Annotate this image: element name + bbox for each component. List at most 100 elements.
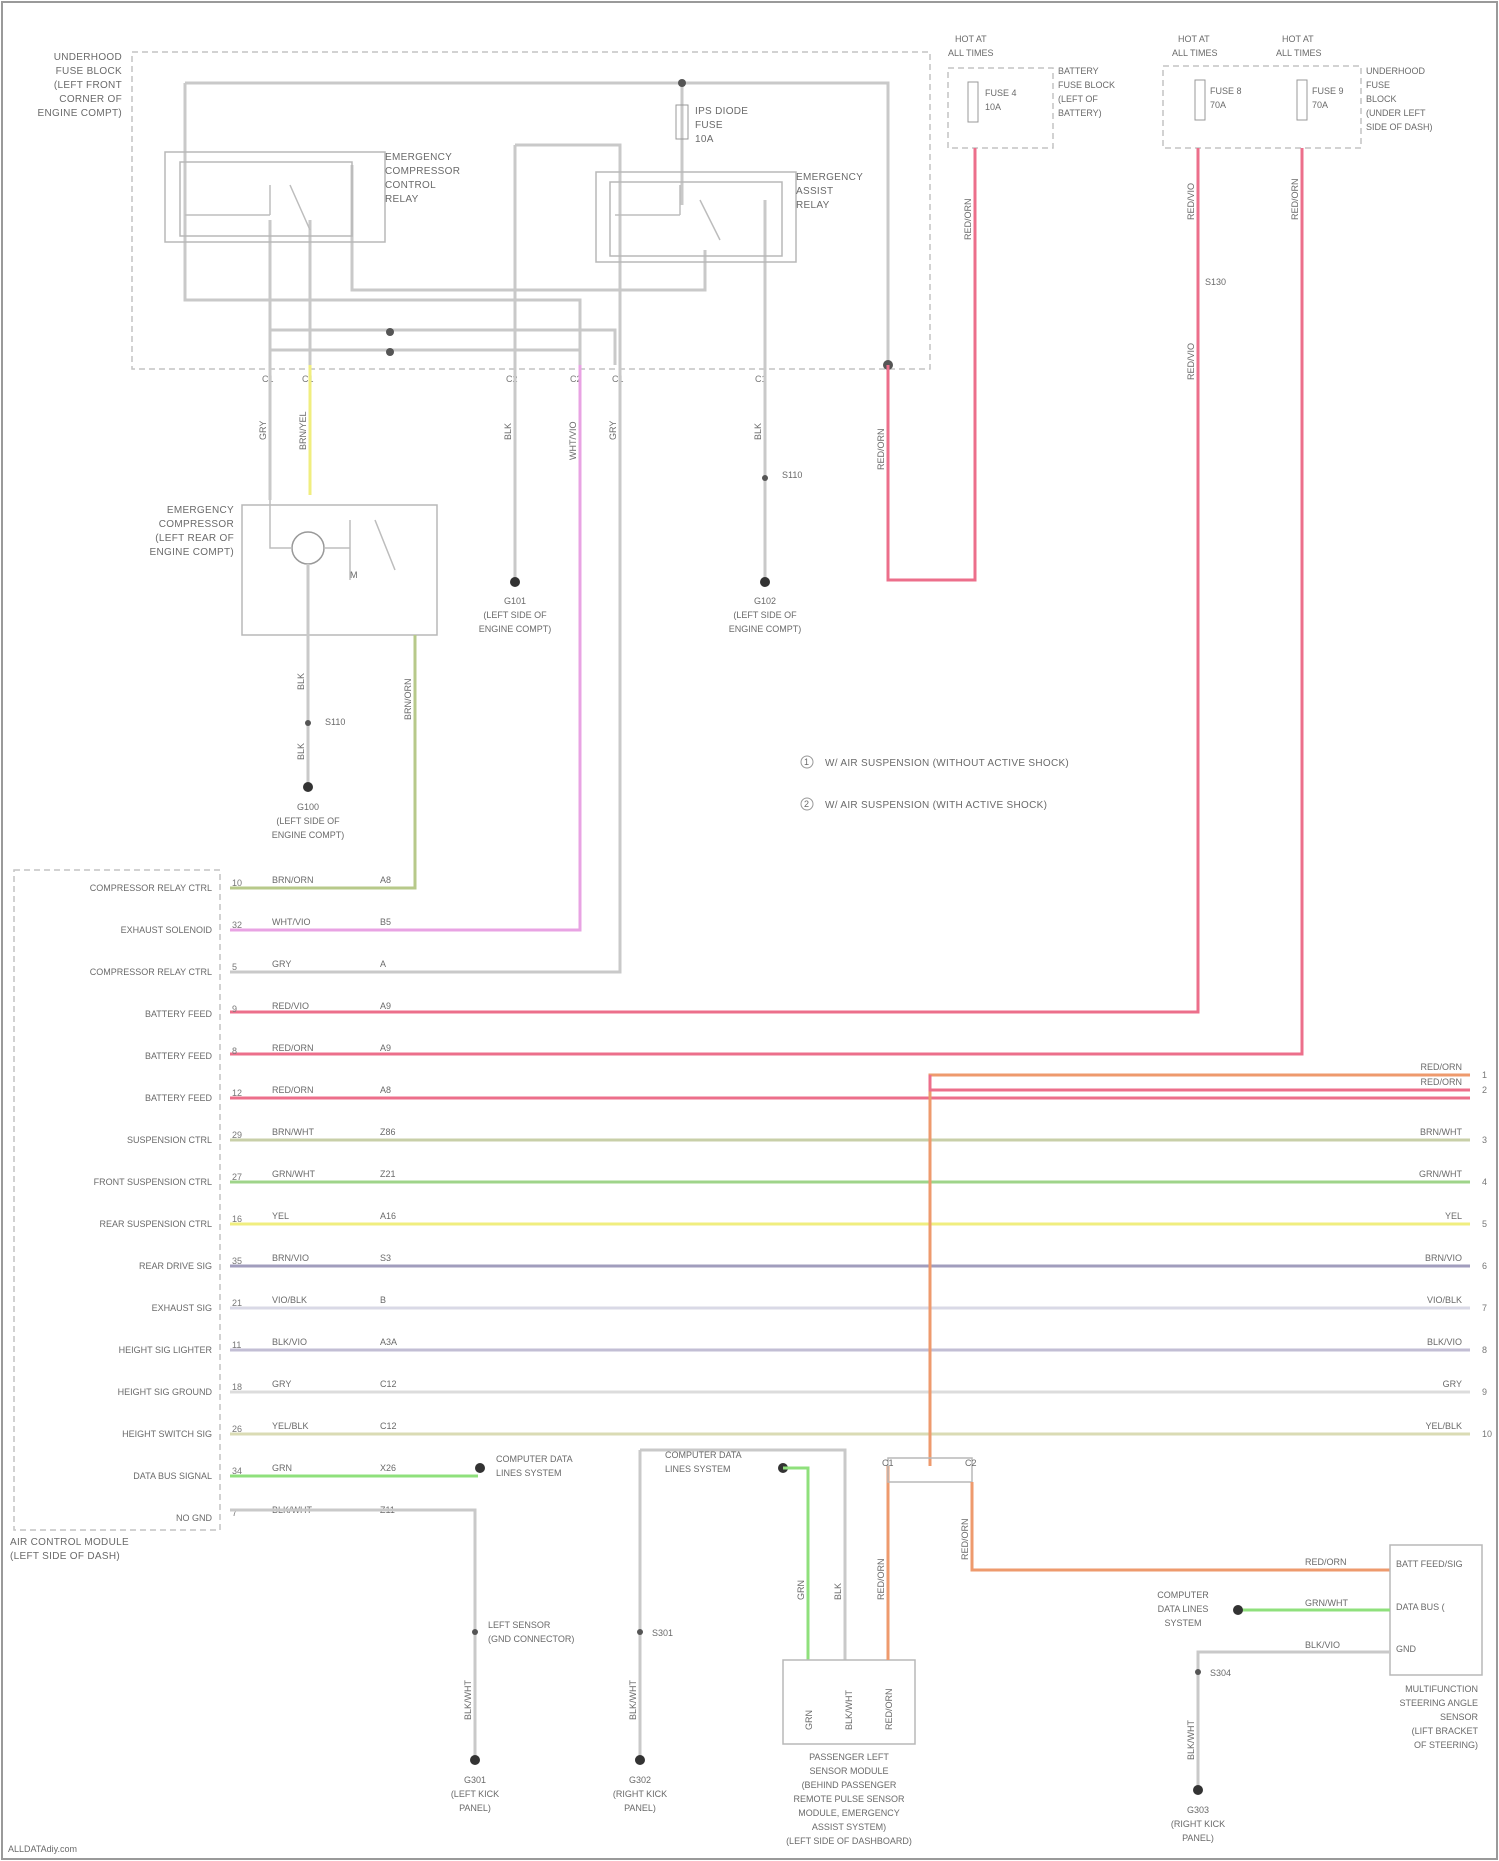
svg-text:RED/ORN: RED/ORN <box>1305 1557 1347 1567</box>
svg-text:ASSIST: ASSIST <box>796 186 833 197</box>
module-pin-row: COMPRESSOR RELAY CTRL10BRN/ORNA8 <box>90 875 391 893</box>
module-pin-label: FRONT SUSPENSION CTRL <box>94 1177 212 1187</box>
svg-text:PANEL): PANEL) <box>1182 1833 1214 1843</box>
module-pin-row: DATA BUS SIGNAL34GRNX26 <box>133 1463 396 1481</box>
svg-text:GRN: GRN <box>796 1580 806 1600</box>
right-pin-number: 5 <box>1482 1219 1487 1229</box>
svg-text:FUSE BLOCK: FUSE BLOCK <box>1058 80 1115 90</box>
footer-credit: ALLDATAdiy.com <box>8 1844 77 1854</box>
module-pin-label: REAR DRIVE SIG <box>139 1261 212 1271</box>
svg-text:COMPUTER DATA: COMPUTER DATA <box>665 1450 742 1460</box>
module-pin-number: 8 <box>232 1046 237 1056</box>
module-pin-label: EXHAUST SIG <box>152 1303 212 1313</box>
svg-text:10A: 10A <box>695 134 714 145</box>
svg-text:(LEFT SIDE OF: (LEFT SIDE OF <box>733 610 797 620</box>
module-circuit-code: Z86 <box>380 1127 396 1137</box>
relay1-label: EMERGENCY COMPRESSOR CONTROL RELAY <box>385 152 460 205</box>
module-circuit-code: A9 <box>380 1001 391 1011</box>
module-pin-label: COMPRESSOR RELAY CTRL <box>90 883 212 893</box>
module-pin-label: HEIGHT SIG LIGHTER <box>119 1345 213 1355</box>
module-wire-color: GRY <box>272 1379 291 1389</box>
svg-text:FUSE 4: FUSE 4 <box>985 88 1017 98</box>
module-pin-row: HEIGHT SIG LIGHTER11BLK/VIOA3A <box>119 1337 397 1355</box>
svg-text:GRN/WHT: GRN/WHT <box>1305 1598 1348 1608</box>
svg-text:BLOCK: BLOCK <box>1366 94 1397 104</box>
svg-text:RED/ORN: RED/ORN <box>1290 178 1300 220</box>
svg-text:MODULE, EMERGENCY: MODULE, EMERGENCY <box>798 1808 900 1818</box>
svg-text:CONTROL: CONTROL <box>385 180 436 191</box>
svg-text:RED/ORN: RED/ORN <box>884 1688 894 1730</box>
sensor-module-label: PASSENGER LEFT SENSOR MODULE (BEHIND PAS… <box>786 1752 912 1846</box>
svg-text:RED/ORN: RED/ORN <box>876 1558 886 1600</box>
module-circuit-code: X26 <box>380 1463 396 1473</box>
svg-text:COMPRESSOR: COMPRESSOR <box>159 519 234 530</box>
right-pin-number: 3 <box>1482 1135 1487 1145</box>
svg-text:CORNER OF: CORNER OF <box>59 94 122 105</box>
battery-fuse-block: HOT AT ALL TIMES FUSE 4 10A BATTERY FUSE… <box>948 34 1115 148</box>
svg-text:ASSIST SYSTEM): ASSIST SYSTEM) <box>812 1822 886 1832</box>
svg-text:ALL TIMES: ALL TIMES <box>1276 48 1322 58</box>
svg-text:GRY: GRY <box>608 421 618 440</box>
module-wire-color: RED/ORN <box>272 1043 314 1053</box>
module-pin-label: BATTERY FEED <box>145 1009 213 1019</box>
svg-text:PANEL): PANEL) <box>624 1803 656 1813</box>
svg-text:BLK/WHT: BLK/WHT <box>1186 1719 1196 1760</box>
svg-text:HOT AT: HOT AT <box>1178 34 1210 44</box>
underhood-fuses-top: HOT AT ALL TIMES HOT AT ALL TIMES FUSE 8… <box>1163 34 1433 148</box>
svg-text:70A: 70A <box>1210 100 1226 110</box>
svg-text:OF STEERING): OF STEERING) <box>1414 1740 1478 1750</box>
svg-text:(LEFT FRONT: (LEFT FRONT <box>54 80 122 91</box>
svg-text:SIDE OF DASH): SIDE OF DASH) <box>1366 122 1433 132</box>
svg-text:BATT FEED/SIG: BATT FEED/SIG <box>1396 1559 1463 1569</box>
module-circuit-code: A16 <box>380 1211 396 1221</box>
svg-text:BLK: BLK <box>753 423 763 440</box>
svg-text:C1: C1 <box>612 374 624 384</box>
module-pin-label: REAR SUSPENSION CTRL <box>99 1219 212 1229</box>
module-pin-label: BATTERY FEED <box>145 1093 213 1103</box>
svg-text:ENGINE COMPT): ENGINE COMPT) <box>38 108 122 119</box>
module-circuit-code: Z21 <box>380 1169 396 1179</box>
svg-text:AIR CONTROL MODULE: AIR CONTROL MODULE <box>10 1537 129 1548</box>
svg-text:GND: GND <box>1396 1644 1417 1654</box>
module-label: AIR CONTROL MODULE (LEFT SIDE OF DASH) <box>10 1537 129 1562</box>
module-circuit-code: C12 <box>380 1421 397 1431</box>
right-pin-number: 1 <box>1482 1070 1487 1080</box>
right-pin-number: 9 <box>1482 1387 1487 1397</box>
svg-text:COMPRESSOR: COMPRESSOR <box>385 166 460 177</box>
svg-text:SENSOR MODULE: SENSOR MODULE <box>809 1766 888 1776</box>
module-circuit-code: A3A <box>380 1337 397 1347</box>
module-pin-label: BATTERY FEED <box>145 1051 213 1061</box>
module-circuit-code: A <box>380 959 386 969</box>
right-wire-label: VIO/BLK <box>1427 1295 1462 1305</box>
svg-text:BLK/VIO: BLK/VIO <box>1305 1640 1340 1650</box>
svg-text:RED/VIO: RED/VIO <box>1186 183 1196 220</box>
right-wire-label: GRY <box>1443 1379 1462 1389</box>
ground-g302: G302 (RIGHT KICK PANEL) <box>613 1755 667 1813</box>
svg-text:(LIFT BRACKET: (LIFT BRACKET <box>1412 1726 1479 1736</box>
svg-text:BLK/WHT: BLK/WHT <box>463 1679 473 1720</box>
svg-text:2: 2 <box>804 799 809 809</box>
svg-text:EMERGENCY: EMERGENCY <box>385 152 452 163</box>
svg-text:HOT AT: HOT AT <box>955 34 987 44</box>
svg-text:W/ AIR SUSPENSION (WITHOUT ACT: W/ AIR SUSPENSION (WITHOUT ACTIVE SHOCK) <box>825 758 1069 769</box>
steering-sensor-pins: BATT FEED/SIG DATA BUS ( GND <box>1396 1559 1463 1654</box>
right-wire-label: RED/ORN <box>1420 1077 1462 1087</box>
module-circuit-code: B5 <box>380 917 391 927</box>
svg-text:BLK: BLK <box>833 1583 843 1600</box>
module-circuit-code: A8 <box>380 875 391 885</box>
svg-text:(LEFT SIDE OF DASHBOARD): (LEFT SIDE OF DASHBOARD) <box>786 1836 912 1846</box>
legend: 1 W/ AIR SUSPENSION (WITHOUT ACTIVE SHOC… <box>801 756 1069 811</box>
module-wire-color: VIO/BLK <box>272 1295 307 1305</box>
svg-text:(LEFT OF: (LEFT OF <box>1058 94 1098 104</box>
right-wire-label: YEL/BLK <box>1425 1421 1462 1431</box>
svg-text:BLK: BLK <box>503 423 513 440</box>
data-link-2: COMPUTER DATA LINES SYSTEM <box>665 1450 788 1474</box>
svg-text:RELAY: RELAY <box>796 200 830 211</box>
module-pin-label: EXHAUST SOLENOID <box>121 925 213 935</box>
svg-text:COMPUTER DATA: COMPUTER DATA <box>496 1454 573 1464</box>
module-wire-color: GRN/WHT <box>272 1169 315 1179</box>
